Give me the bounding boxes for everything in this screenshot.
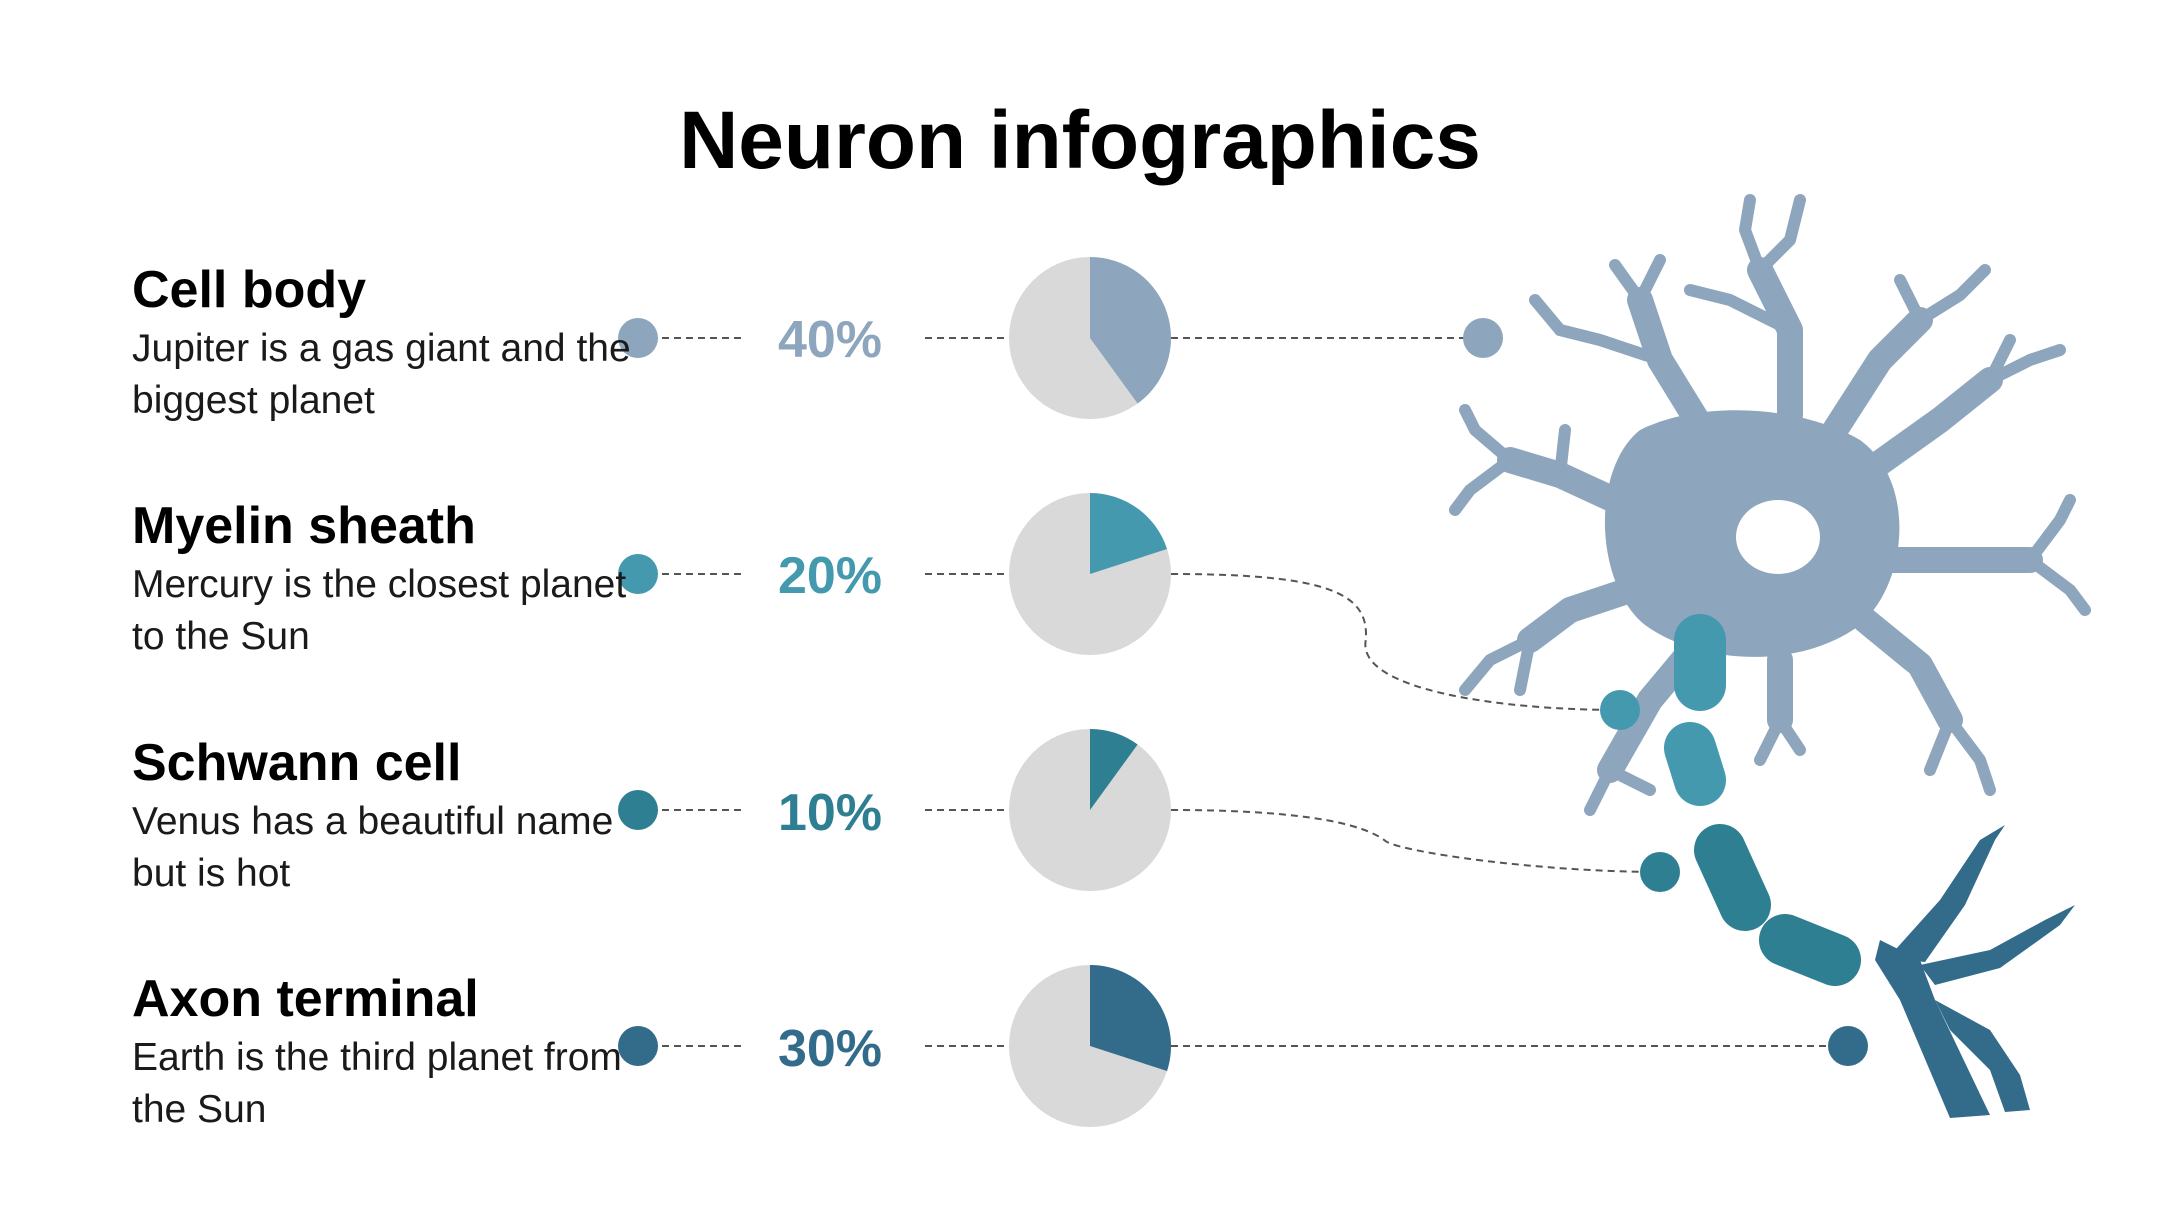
neuron-marker-schwann-cell <box>1640 852 1680 892</box>
percent-label-schwann-cell: 10% <box>777 784 883 842</box>
page-title: Neuron infographics <box>679 95 1481 186</box>
row-cell-body: Cell body Jupiter is a gas giant and the… <box>132 261 632 426</box>
cell-nucleus <box>1736 500 1820 574</box>
marker-dot-cell-body <box>618 318 658 358</box>
marker-dot-axon-terminal <box>618 1026 658 1066</box>
row-myelin-sheath: Myelin sheath Mercury is the closest pla… <box>132 497 632 662</box>
neuron-illustration <box>1449 194 2091 1118</box>
row-description: Venus has a beautiful name but is hot <box>132 800 614 895</box>
row-axon-terminal: Axon terminal Earth is the third planet … <box>132 970 632 1135</box>
neuron-marker-axon-terminal <box>1828 1026 1868 1066</box>
marker-dot-schwann-cell <box>618 790 658 830</box>
neuron-cell-body <box>1449 194 2091 816</box>
row-heading: Axon terminal <box>132 970 479 1028</box>
myelin-sheath-segments <box>1664 614 1861 986</box>
percentage-pies <box>1009 257 1172 1127</box>
left-markers <box>618 318 658 1066</box>
row-description: Earth is the third planet from the Sun <box>132 1036 622 1131</box>
neuron-markers <box>1463 318 1868 1066</box>
neuron-marker-myelin-sheath <box>1600 690 1640 730</box>
row-heading: Schwann cell <box>132 734 462 792</box>
pie-slice-myelin-sheath <box>1090 493 1168 574</box>
marker-dot-myelin-sheath <box>618 554 658 594</box>
row-description: Jupiter is a gas giant and the biggest p… <box>132 327 631 422</box>
pie-slice-schwann-cell <box>1090 729 1138 810</box>
connector-right-schwann-cell <box>1170 809 1661 873</box>
row-schwann-cell: Schwann cell Venus has a beautiful name … <box>132 734 632 899</box>
percent-label-cell-body: 40% <box>777 311 883 369</box>
pie-slice-axon-terminal <box>1090 964 1172 1072</box>
axon-terminal-illustration <box>1875 825 2075 1118</box>
row-heading: Myelin sheath <box>132 497 476 555</box>
row-heading: Cell body <box>132 261 367 319</box>
connector-right-myelin-sheath <box>1170 573 1621 711</box>
percent-label-myelin-sheath: 20% <box>777 547 883 605</box>
pie-slice-cell-body <box>1090 257 1171 404</box>
percent-label-axon-terminal: 30% <box>777 1020 883 1078</box>
row-description: Mercury is the closest planet to the Sun <box>132 563 627 658</box>
neuron-marker-cell-body <box>1463 318 1503 358</box>
